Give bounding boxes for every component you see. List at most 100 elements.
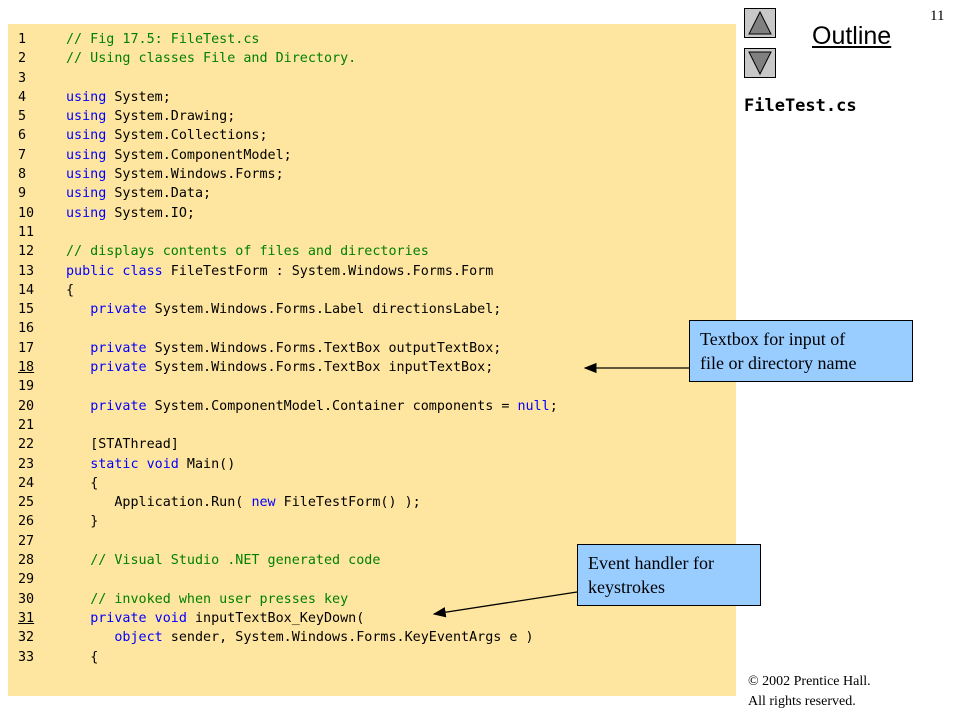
line-number: 29: [18, 572, 35, 588]
code-text: private void inputTextBox_KeyDown(: [66, 609, 364, 628]
triangle-down-icon: [748, 51, 772, 76]
line-number: 25: [18, 495, 35, 511]
code-token: System.Windows.Forms;: [106, 167, 284, 183]
code-text: using System.IO;: [66, 204, 195, 223]
code-line: 12 // displays contents of files and dire…: [8, 242, 736, 261]
code-token: System.Drawing;: [106, 109, 236, 125]
code-keyword: new: [251, 495, 276, 511]
code-keyword: null: [517, 398, 550, 414]
code-text: using System.ComponentModel;: [66, 146, 292, 165]
code-line: 1// Fig 17.5: FileTest.cs: [8, 30, 736, 49]
code-token: {: [90, 475, 99, 491]
code-token: System.IO;: [106, 205, 195, 221]
code-line: 23 static void Main(): [8, 455, 736, 474]
code-keyword: public class: [66, 263, 163, 279]
code-keyword: using: [66, 89, 107, 105]
code-line: 2// Using classes File and Directory.: [8, 49, 736, 68]
code-line: 31 private void inputTextBox_KeyDown(: [8, 609, 736, 628]
code-text: private System.Windows.Forms.Label direc…: [66, 300, 501, 319]
callout-text-line: Textbox for input of: [700, 329, 846, 349]
line-number: 12: [18, 244, 35, 260]
code-text: using System;: [66, 88, 171, 107]
line-number: 5: [18, 109, 27, 125]
line-number: 28: [18, 553, 35, 569]
outline-link[interactable]: Outline: [812, 22, 892, 50]
code-line: 14 {: [8, 281, 736, 300]
line-number: 31: [18, 610, 35, 626]
code-line: 24 {: [8, 474, 736, 493]
code-token: inputTextBox_KeyDown(: [186, 610, 365, 626]
code-keyword: private: [90, 340, 147, 356]
page-number: 11: [930, 8, 945, 24]
code-line: 27: [8, 532, 736, 551]
code-text: {: [66, 648, 98, 667]
code-line: 15 private System.Windows.Forms.Label di…: [8, 300, 736, 319]
code-line: 33 {: [8, 648, 736, 667]
code-line: 22 [STAThread]: [8, 435, 736, 454]
code-keyword: static void: [90, 456, 179, 472]
code-text: private System.Windows.Forms.TextBox out…: [66, 339, 501, 358]
copyright-line: © 2002 Prentice Hall.: [748, 674, 871, 689]
code-text: using System.Drawing;: [66, 107, 235, 126]
line-number: 3: [18, 70, 27, 86]
filename-label: FileTest.cs: [744, 96, 857, 116]
next-slide-button[interactable]: [744, 48, 776, 78]
code-text: // displays contents of files and direct…: [66, 242, 429, 261]
code-token: Main(): [178, 456, 236, 472]
code-text: }: [66, 512, 98, 531]
code-keyword: private void: [90, 610, 187, 626]
code-text: // Visual Studio .NET generated code: [66, 551, 380, 570]
code-token: {: [66, 282, 75, 298]
code-token: sender, System.Windows.Forms.KeyEventArg…: [162, 630, 534, 646]
callout-text-line: keystrokes: [588, 577, 665, 597]
code-text: Application.Run( new FileTestForm() );: [66, 493, 420, 512]
copyright-notice: © 2002 Prentice Hall. All rights reserve…: [748, 672, 871, 712]
triangle-up-icon: [748, 10, 772, 35]
code-line: 5 using System.Drawing;: [8, 107, 736, 126]
code-text: {: [66, 474, 98, 493]
code-text: [STAThread]: [66, 435, 179, 454]
code-token: [STAThread]: [90, 437, 179, 453]
code-token: Application.Run(: [114, 495, 252, 511]
code-line: 18 private System.Windows.Forms.TextBox …: [8, 358, 736, 377]
copyright-line: All rights reserved.: [748, 694, 856, 709]
line-number: 23: [18, 456, 35, 472]
code-token: System.Collections;: [106, 128, 268, 144]
code-token: System.ComponentModel.Container componen…: [146, 398, 518, 414]
code-token: System.ComponentModel;: [106, 147, 292, 163]
line-number: 1: [18, 32, 27, 47]
line-number: 20: [18, 398, 35, 414]
line-number: 2: [18, 51, 27, 67]
code-line: 32 object sender, System.Windows.Forms.K…: [8, 628, 736, 647]
line-number: 10: [18, 205, 35, 221]
code-line: 26 }: [8, 512, 736, 531]
callout-text-line: Event handler for: [588, 553, 714, 573]
code-line: 17 private System.Windows.Forms.TextBox …: [8, 339, 736, 358]
code-line: 19: [8, 377, 736, 396]
code-line: 20 private System.ComponentModel.Contain…: [8, 397, 736, 416]
code-keyword: using: [66, 128, 107, 144]
previous-slide-button[interactable]: [744, 8, 776, 38]
code-text: private System.ComponentModel.Container …: [66, 397, 558, 416]
line-number: 14: [18, 282, 35, 298]
line-number: 17: [18, 340, 35, 356]
line-number: 19: [18, 379, 35, 395]
code-line: 11: [8, 223, 736, 242]
line-number: 32: [18, 630, 35, 646]
line-number: 33: [18, 649, 35, 665]
code-keyword: object: [114, 630, 163, 646]
code-token: System.Windows.Forms.TextBox outputTextB…: [146, 340, 502, 356]
line-number: 18: [18, 360, 35, 376]
code-token: System.Data;: [106, 186, 212, 202]
line-number: 4: [18, 89, 27, 105]
code-text: object sender, System.Windows.Forms.KeyE…: [66, 628, 534, 647]
code-token: System.Windows.Forms.TextBox inputTextBo…: [146, 360, 494, 376]
code-token: {: [90, 649, 99, 665]
line-number: 16: [18, 321, 35, 337]
